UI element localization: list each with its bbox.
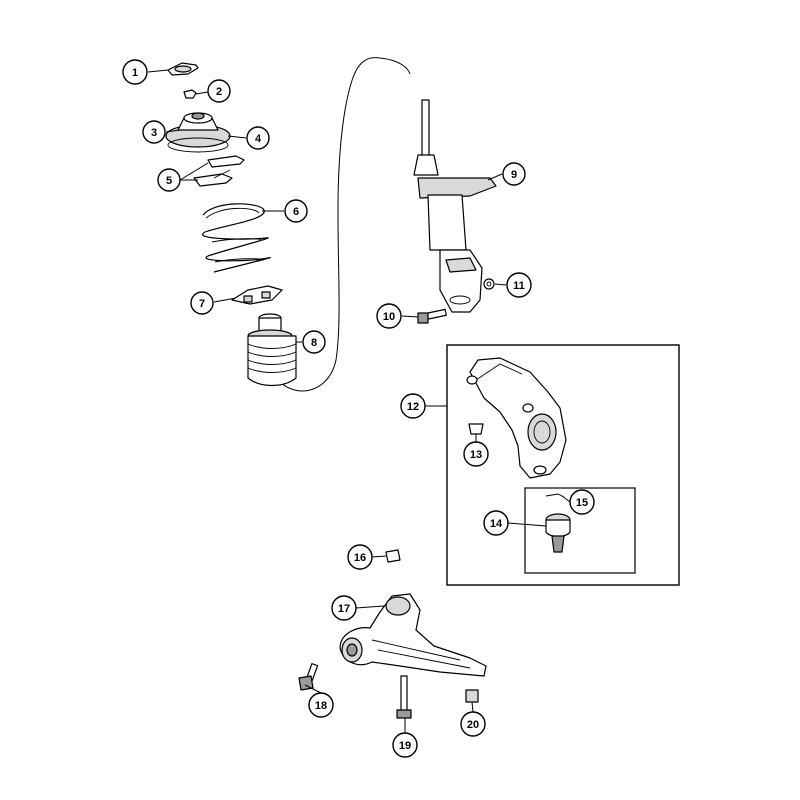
svg-text:12: 12 [407,401,419,413]
part-11-nut [483,278,495,290]
part-20-nut [465,689,479,703]
callout-9: 9 [502,162,526,186]
callout-18: 18 [308,692,334,718]
svg-text:3: 3 [151,127,157,139]
svg-text:5: 5 [166,175,172,187]
svg-text:9: 9 [511,169,517,181]
callout-13: 13 [463,441,489,467]
svg-text:19: 19 [399,740,411,752]
leader-lines [147,69,571,733]
svg-text:11: 11 [513,280,525,292]
callout-6: 6 [284,199,308,223]
callout-19: 19 [392,732,418,758]
part-12-steering-knuckle [466,357,567,479]
part-3-4-strut-mount-bearing [165,112,231,153]
svg-text:13: 13 [470,449,482,461]
part-14-ball-joint [545,513,571,553]
part-8-dust-boot [247,313,297,387]
callout-4: 4 [246,126,270,150]
svg-text:8: 8 [311,337,317,349]
callout-15: 15 [569,489,595,515]
part-7-lower-spring-seat [231,285,283,305]
svg-text:2: 2 [216,86,222,98]
part-9-strut-assembly [413,99,497,313]
callout-2: 2 [207,79,231,103]
callout-16: 16 [347,544,373,570]
part-17-lower-control-arm [339,593,487,677]
callout-17: 17 [331,595,357,621]
callout-20: 20 [460,711,486,737]
part-16-nut [385,549,401,563]
svg-text:4: 4 [255,133,262,145]
svg-text:15: 15 [576,497,588,509]
callout-10: 10 [376,303,402,329]
part-5-spring-isolators [193,155,245,187]
callout-14: 14 [483,510,509,536]
part-10-bolt [417,308,447,324]
part-19-bolt [396,675,412,719]
callout-7: 7 [190,291,214,315]
svg-text:18: 18 [315,700,327,712]
callout-1: 1 [122,59,148,85]
part-1-upper-mount-cap [167,62,199,76]
assembly-group-curve [279,57,411,392]
part-6-coil-spring [202,203,271,273]
svg-text:6: 6 [293,206,299,218]
svg-text:20: 20 [467,719,479,731]
svg-text:17: 17 [338,603,350,615]
svg-text:10: 10 [383,311,395,323]
svg-text:16: 16 [354,552,366,564]
callout-5: 5 [157,168,181,192]
callout-3: 3 [142,120,166,144]
callout-12: 12 [400,393,426,419]
part-15-clip [545,493,565,498]
callout-8: 8 [302,330,326,354]
svg-text:14: 14 [490,518,503,530]
knuckle-group-box [446,344,680,586]
part-13-cap [468,423,484,435]
svg-text:1: 1 [132,67,138,79]
part-2-nut [183,89,197,99]
part-18-bolt [298,663,319,691]
svg-text:7: 7 [199,298,205,310]
ball-joint-subgroup-box [524,487,636,574]
callout-11: 11 [506,272,532,298]
